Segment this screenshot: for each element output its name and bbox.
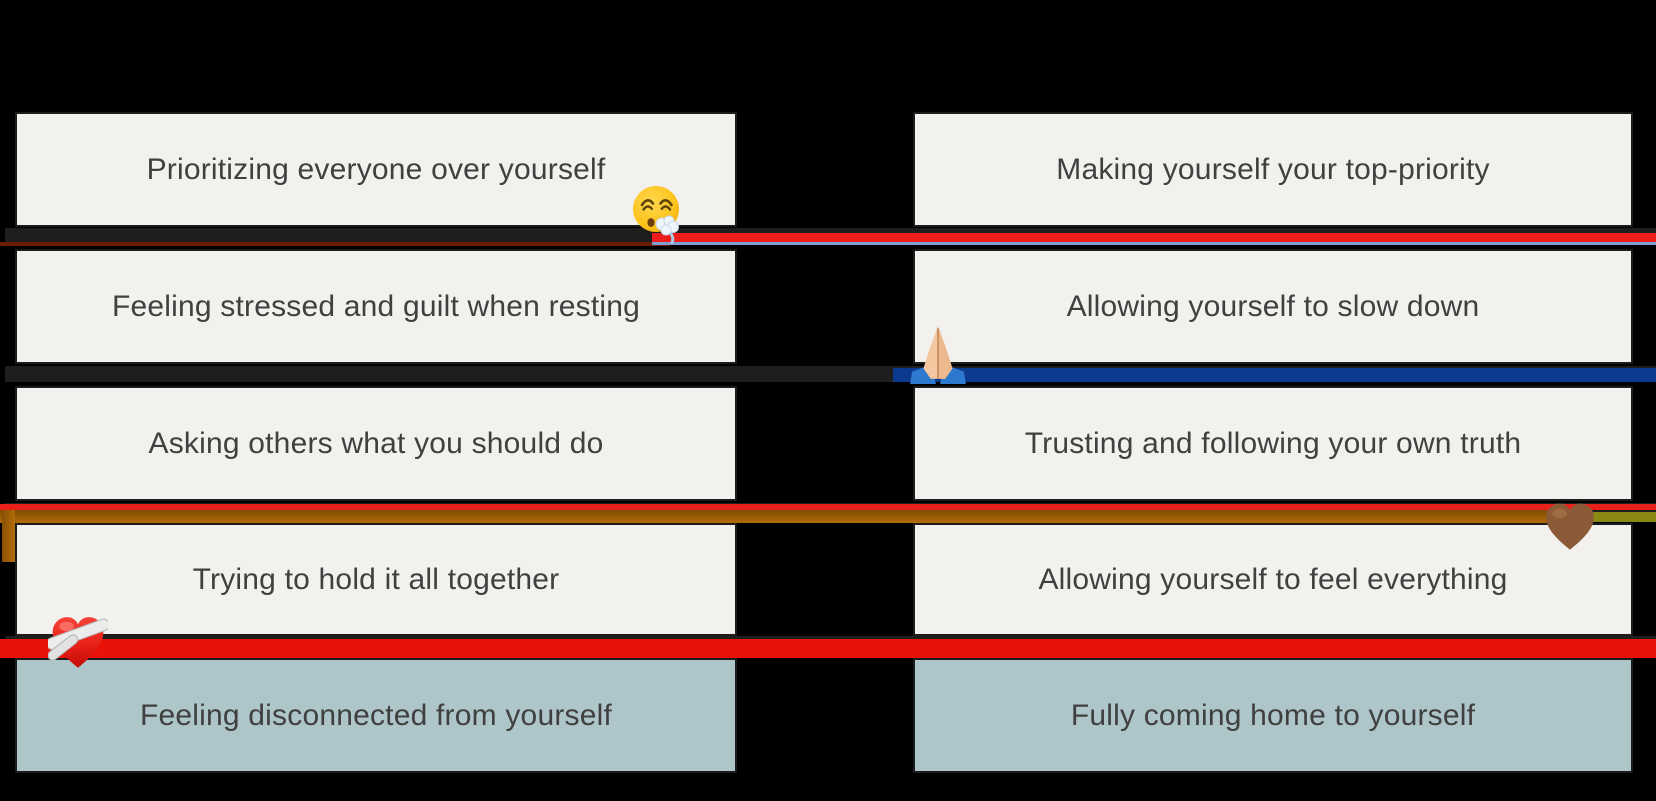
gap3-red-line (0, 504, 1656, 510)
left-box-5-label: Feeling disconnected from yourself (139, 698, 613, 732)
left-box-2: Feeling stressed and guilt when resting (15, 249, 737, 364)
gap3-olive-line (1560, 512, 1656, 522)
right-box-2: Allowing yourself to slow down (913, 249, 1633, 364)
right-box-5: Fully coming home to yourself (913, 658, 1633, 773)
left-box-1: Prioritizing everyone over yourself (15, 112, 737, 227)
folded-hands-emoji (908, 324, 968, 384)
brown-heart-emoji (1542, 500, 1598, 556)
gap4-red-thick-line (0, 639, 1656, 658)
right-box-4-label: Allowing yourself to feel everything (1038, 562, 1508, 596)
left-box-3-label: Asking others what you should do (148, 426, 604, 460)
right-box-5-label: Fully coming home to yourself (1070, 698, 1476, 732)
left-box-3: Asking others what you should do (15, 386, 737, 501)
left-box-4: Trying to hold it all together (15, 523, 737, 636)
right-box-1-label: Making yourself your top-priority (1056, 152, 1490, 186)
right-box-1: Making yourself your top-priority (913, 112, 1633, 227)
gap3-orange-line (0, 510, 1560, 523)
gap1-dark-red-line (0, 242, 670, 246)
right-box-2-label: Allowing yourself to slow down (1066, 289, 1480, 323)
gap2-navy-line (893, 368, 1656, 382)
right-box-3: Trusting and following your own truth (913, 386, 1633, 501)
face-exhaling-emoji (630, 184, 688, 245)
left-box-4-label: Trying to hold it all together (192, 562, 560, 596)
mending-heart-emoji (45, 612, 110, 674)
left-box-5: Feeling disconnected from yourself (15, 658, 737, 773)
gap1-light-blue-line (652, 242, 1656, 245)
right-box-3-label: Trusting and following your own truth (1024, 426, 1522, 460)
left-box-1-label: Prioritizing everyone over yourself (146, 152, 606, 186)
gap1-red-line (652, 233, 1656, 242)
gap3-orange-elbow (2, 510, 15, 562)
left-box-2-label: Feeling stressed and guilt when resting (111, 289, 641, 323)
right-box-4: Allowing yourself to feel everything (913, 523, 1633, 636)
